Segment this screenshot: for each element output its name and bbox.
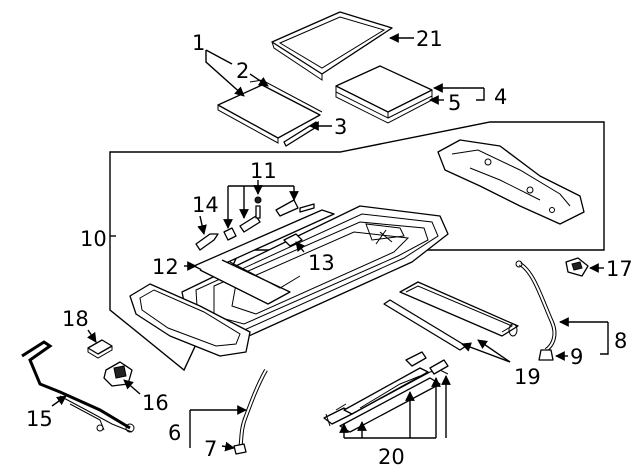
callout-1: 1 bbox=[192, 31, 205, 55]
callout-13: 13 bbox=[308, 251, 335, 275]
part-6-drain-hose bbox=[238, 369, 268, 449]
callout-labels: 1 2 3 4 5 6 7 8 9 10 11 12 13 14 15 16 1… bbox=[26, 27, 633, 469]
part-21-glass-panel bbox=[271, 11, 393, 81]
part-15-harness bbox=[21, 340, 135, 433]
part-12-rail-frame bbox=[193, 209, 335, 305]
part-20-drive-cables bbox=[323, 351, 449, 433]
callout-20: 20 bbox=[378, 445, 405, 469]
part-11-clips bbox=[223, 196, 315, 241]
callout-3: 3 bbox=[334, 115, 347, 139]
callout-21: 21 bbox=[416, 27, 443, 51]
assembly-group-outline bbox=[109, 121, 605, 372]
part-19-sunshade bbox=[383, 281, 519, 351]
callout-6: 6 bbox=[168, 421, 181, 445]
callout-14: 14 bbox=[192, 193, 219, 217]
callout-12: 12 bbox=[152, 255, 179, 279]
callout-4: 4 bbox=[494, 85, 507, 109]
callout-2: 2 bbox=[236, 59, 249, 83]
front-guide-rail bbox=[129, 283, 251, 357]
callout-15: 15 bbox=[26, 407, 53, 431]
callout-16: 16 bbox=[142, 391, 169, 415]
callout-8: 8 bbox=[614, 329, 627, 353]
callout-10: 10 bbox=[80, 227, 107, 251]
part-4-5-panel-stack bbox=[335, 65, 433, 124]
callout-9: 9 bbox=[570, 345, 583, 369]
callout-19: 19 bbox=[514, 365, 541, 389]
part-7-clamp bbox=[233, 443, 247, 455]
part-13-bracket bbox=[283, 233, 303, 247]
callout-17: 17 bbox=[606, 257, 633, 281]
part-17-connector bbox=[565, 257, 589, 277]
callout-18: 18 bbox=[62, 307, 89, 331]
part-18-module bbox=[87, 339, 113, 359]
callout-7: 7 bbox=[204, 437, 217, 461]
part-14-link bbox=[195, 233, 219, 251]
leader-lines bbox=[51, 33, 609, 452]
callout-11: 11 bbox=[250, 159, 277, 183]
part-8-drain-hose bbox=[515, 260, 557, 352]
rear-drain-housing bbox=[437, 139, 585, 225]
callout-5: 5 bbox=[448, 91, 461, 115]
part-9-clamp bbox=[538, 349, 554, 361]
